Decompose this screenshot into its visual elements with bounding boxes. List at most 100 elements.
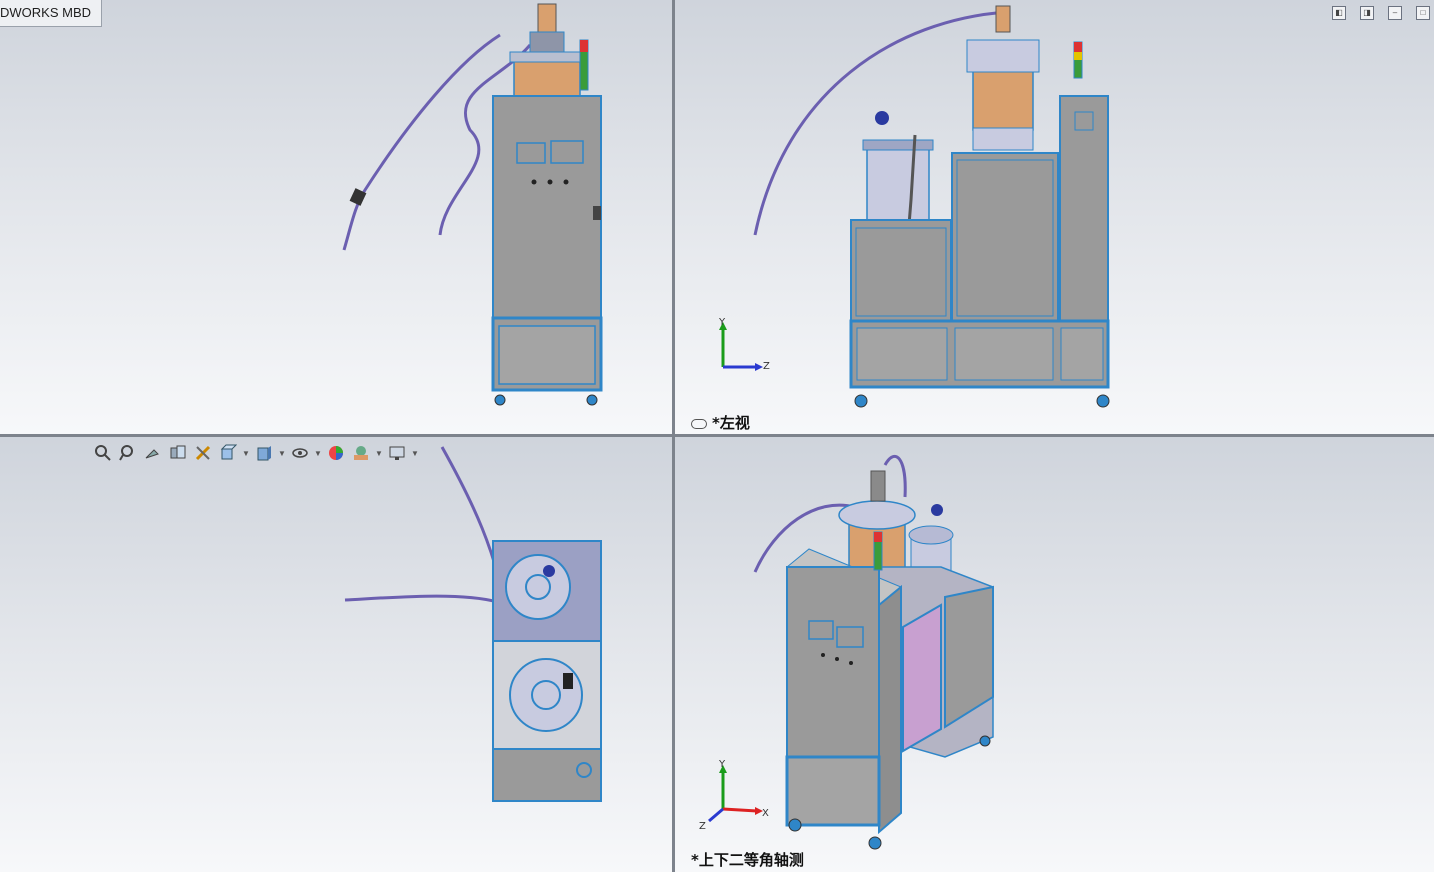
pressure-gauge bbox=[543, 565, 555, 577]
hose-left bbox=[753, 503, 856, 573]
triad-y-label: Y bbox=[718, 317, 726, 328]
display-window-2 bbox=[550, 140, 584, 164]
chevron-down-icon[interactable]: ▼ bbox=[278, 448, 286, 458]
view-orientation-icon[interactable] bbox=[217, 443, 239, 463]
side-panel-purple bbox=[902, 603, 942, 753]
button-1 bbox=[531, 179, 537, 185]
view-name-label: *上下二等角轴测 bbox=[691, 851, 804, 869]
tank-motor bbox=[537, 3, 557, 35]
hose-arc bbox=[753, 10, 1008, 236]
cabinet-upper bbox=[492, 95, 602, 319]
zoom-to-fit-icon[interactable] bbox=[92, 443, 114, 463]
tank-body bbox=[513, 59, 581, 98]
small-tank-lid bbox=[505, 554, 571, 620]
viewport-window-controls: ◧ ◨ – □ bbox=[1332, 6, 1430, 20]
hose-top bbox=[883, 454, 907, 498]
apply-scene-icon[interactable] bbox=[350, 443, 372, 463]
dispense-gun bbox=[349, 188, 367, 206]
viewport-divider-horizontal[interactable] bbox=[0, 434, 1434, 437]
large-tank bbox=[972, 69, 1034, 131]
view-settings-icon[interactable] bbox=[386, 443, 408, 463]
pressure-gauge bbox=[931, 504, 943, 516]
large-tank-lid bbox=[838, 500, 916, 530]
pressure-gauge bbox=[875, 111, 889, 125]
app-tab[interactable]: DWORKS MBD bbox=[0, 0, 102, 27]
dynamic-annotation-icon[interactable] bbox=[192, 443, 214, 463]
tank-lid bbox=[509, 51, 585, 63]
display-window-1 bbox=[516, 142, 546, 164]
model-left-view: Y Z bbox=[718, 5, 1110, 408]
edit-appearance-icon[interactable] bbox=[325, 443, 347, 463]
model-top-view bbox=[344, 446, 602, 802]
caster-left bbox=[494, 394, 506, 406]
display-style-icon[interactable] bbox=[253, 443, 275, 463]
signal-red bbox=[1074, 42, 1082, 52]
link-views-icon[interactable]: ◧ bbox=[1332, 6, 1346, 20]
triad-y-label: Y bbox=[718, 759, 726, 770]
button-2 bbox=[547, 179, 553, 185]
tank-top-fittings bbox=[529, 31, 565, 53]
link-icon bbox=[691, 418, 707, 429]
signal-yellow bbox=[1074, 52, 1082, 60]
viewport-front[interactable]: DWORKS MBD bbox=[0, 0, 672, 434]
left-cabinet bbox=[850, 219, 952, 322]
side-cabinet bbox=[944, 585, 994, 729]
display-window-2 bbox=[836, 626, 864, 648]
hose-left bbox=[342, 33, 501, 251]
lower-panel bbox=[498, 325, 596, 385]
triad-x-label: X bbox=[762, 808, 769, 819]
lower-panel bbox=[785, 755, 881, 827]
chevron-down-icon[interactable]: ▼ bbox=[314, 448, 322, 458]
split-view-icon[interactable]: ◨ bbox=[1360, 6, 1374, 20]
viewport-left[interactable]: ◧ ◨ – □ bbox=[675, 0, 1434, 434]
axis-triad: Y X Z bbox=[699, 759, 769, 832]
large-tank-lid bbox=[509, 658, 583, 732]
heads-up-toolbar: ▼ ▼ ▼ ▼ ▼ bbox=[92, 443, 419, 463]
model-front-view bbox=[342, 3, 603, 406]
chevron-down-icon[interactable]: ▼ bbox=[411, 448, 419, 458]
triad-z-label: Z bbox=[763, 361, 770, 372]
large-tank-base bbox=[972, 127, 1034, 151]
caster-1 bbox=[854, 394, 868, 408]
large-tank-lid bbox=[966, 39, 1040, 73]
small-tank-lid bbox=[908, 525, 954, 545]
caster-1 bbox=[788, 818, 802, 832]
vent-grille bbox=[1074, 111, 1094, 131]
view-name-label: *左视 bbox=[691, 412, 750, 433]
display-window-1 bbox=[808, 620, 834, 640]
chevron-down-icon[interactable]: ▼ bbox=[242, 448, 250, 458]
hose-right bbox=[438, 44, 532, 236]
large-tank-motor bbox=[995, 5, 1011, 33]
base-panel-3 bbox=[1060, 327, 1104, 381]
button-3 bbox=[563, 179, 569, 185]
middle-cabinet-door bbox=[956, 159, 1054, 317]
viewport-top[interactable]: ▼ ▼ ▼ ▼ ▼ bbox=[0, 437, 672, 872]
caster-2 bbox=[868, 836, 882, 850]
maximize-icon[interactable]: □ bbox=[1416, 6, 1430, 20]
valve-block bbox=[563, 673, 573, 689]
section-view-icon[interactable] bbox=[167, 443, 189, 463]
base-panel-2 bbox=[954, 327, 1054, 381]
tank-motor bbox=[870, 470, 886, 502]
caster-right bbox=[586, 394, 598, 406]
door-handle bbox=[593, 206, 601, 220]
caster-3 bbox=[979, 735, 991, 747]
base-panel-1 bbox=[856, 327, 948, 381]
control-cabinet-top bbox=[492, 748, 602, 802]
viewport-isometric[interactable]: Y X Z *上下二等角轴测 bbox=[675, 437, 1434, 872]
previous-view-icon[interactable] bbox=[142, 443, 164, 463]
hide-show-items-icon[interactable] bbox=[289, 443, 311, 463]
zoom-to-area-icon[interactable] bbox=[117, 443, 139, 463]
control-cabinet-side bbox=[878, 584, 902, 835]
small-tank bbox=[866, 147, 930, 221]
minimize-icon[interactable]: – bbox=[1388, 6, 1402, 20]
signal-red bbox=[580, 40, 588, 52]
left-cabinet-door bbox=[855, 227, 947, 317]
caster-2 bbox=[1096, 394, 1110, 408]
model-isometric-view: Y X Z bbox=[699, 454, 994, 850]
middle-cabinet bbox=[951, 152, 1059, 322]
triad-z-label: Z bbox=[699, 821, 706, 832]
signal-tower-top bbox=[576, 762, 592, 778]
axis-triad: Y Z bbox=[718, 317, 770, 372]
chevron-down-icon[interactable]: ▼ bbox=[375, 448, 383, 458]
